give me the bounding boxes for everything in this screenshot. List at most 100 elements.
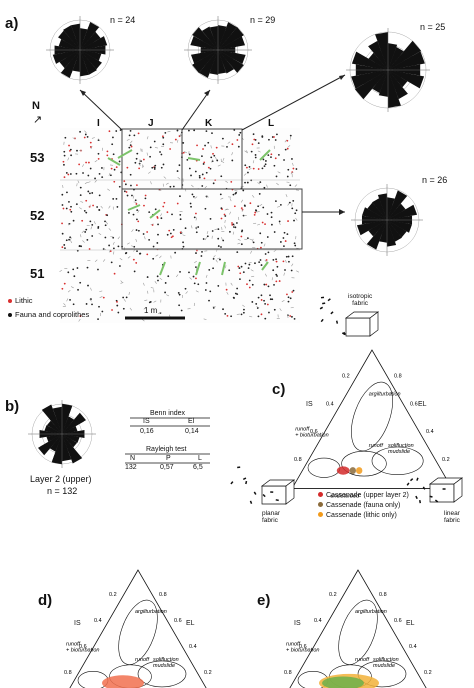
- svg-text:0.6: 0.6: [174, 618, 182, 624]
- rose-2-count: n = 29: [250, 15, 276, 25]
- linear-label: linear fabric: [444, 510, 460, 524]
- panel-b-label: b): [5, 398, 20, 415]
- svg-text:0.6: 0.6: [79, 644, 87, 650]
- linear-cube-icon: [406, 477, 464, 504]
- svg-text:0.4: 0.4: [314, 618, 322, 624]
- svg-text:0.2: 0.2: [204, 670, 212, 676]
- rose-1-count: n = 24: [110, 15, 136, 25]
- svg-text:0.4: 0.4: [409, 644, 417, 650]
- fauna-dot-icon: [8, 312, 12, 317]
- svg-text:solifluction: solifluction: [388, 443, 414, 449]
- svg-text:0.4: 0.4: [326, 401, 334, 407]
- svg-text:runoff: runoff: [135, 657, 150, 663]
- svg-text:mudslide: mudslide: [373, 663, 395, 669]
- legend-fauna: Fauna and coprolithes: [8, 310, 89, 319]
- svg-text:argilturbation: argilturbation: [369, 392, 401, 398]
- layer-count: n = 132: [47, 486, 78, 496]
- rayleigh-value-l: 6,5: [193, 464, 203, 471]
- rose-diagram-3: [346, 28, 430, 112]
- svg-text:mudslide: mudslide: [388, 449, 410, 455]
- rose-4-count: n = 26: [422, 175, 448, 185]
- isotropic-cube-icon: [319, 296, 380, 337]
- col-label-j: J: [148, 118, 154, 129]
- benn-header-el: El: [188, 418, 195, 425]
- rose-diagram-4: [351, 184, 423, 256]
- svg-text:0.4: 0.4: [426, 429, 434, 435]
- layer-caption: Layer 2 (upper): [30, 474, 92, 484]
- panel-a-label: a): [5, 15, 19, 32]
- svg-text:0.2: 0.2: [342, 374, 350, 380]
- d-el-label: EL: [186, 620, 195, 627]
- scale-label: 1 m: [144, 306, 158, 315]
- col-label-l: L: [268, 118, 275, 129]
- rayleigh-value-p: 0,57: [160, 464, 174, 471]
- c-el-label: EL: [418, 401, 427, 408]
- panel-e-label: e): [257, 592, 271, 609]
- benn-value-is: 0,16: [140, 428, 154, 435]
- row-label-53: 53: [30, 150, 45, 165]
- rayleigh-header-p: P: [166, 455, 171, 462]
- svg-text:0.6: 0.6: [410, 401, 418, 407]
- north-label: N: [32, 100, 40, 112]
- svg-text:0.8: 0.8: [159, 592, 167, 598]
- svg-text:0.8: 0.8: [284, 670, 292, 676]
- svg-text:0.4: 0.4: [94, 618, 102, 624]
- col-label-i: I: [97, 118, 100, 129]
- svg-text:0.6: 0.6: [394, 618, 402, 624]
- rose-diagram-1: [46, 16, 114, 84]
- planar-cube-icon: [230, 466, 296, 505]
- svg-text:mudslide: mudslide: [153, 663, 175, 669]
- rayleigh-title: Rayleigh test: [146, 446, 187, 453]
- legend-lithic: Lithic: [8, 296, 33, 305]
- svg-text:solifluction: solifluction: [153, 657, 179, 663]
- svg-text:0.6: 0.6: [310, 429, 318, 435]
- svg-text:runoff: runoff: [355, 657, 370, 663]
- row-label-52: 52: [30, 208, 45, 223]
- d-is-label: IS: [74, 620, 81, 627]
- svg-text:0.2: 0.2: [109, 592, 117, 598]
- ternary-diagram-e: 0.20.80.40.60.60.40.80.2argilturbationru…: [284, 569, 432, 688]
- rayleigh-header-l: L: [198, 455, 202, 462]
- panel-c-label: c): [272, 381, 286, 398]
- legend-lithic-only: Cassenade (lithic only): [318, 512, 397, 519]
- svg-text:+ bioturbation: + bioturbation: [66, 647, 99, 653]
- lithic-dot-icon: [8, 298, 12, 303]
- excavation-map: [59, 74, 346, 323]
- rayleigh-value-n: 132: [125, 464, 137, 471]
- svg-text:runoff: runoff: [286, 641, 301, 647]
- brown-dot-icon: [318, 502, 323, 507]
- c-is-label: IS: [306, 401, 313, 408]
- svg-text:undisturbed: undisturbed: [330, 494, 360, 500]
- svg-text:argilturbation: argilturbation: [135, 609, 167, 615]
- svg-text:solifluction: solifluction: [373, 657, 399, 663]
- orange-dot-icon: [318, 512, 323, 517]
- svg-text:0.2: 0.2: [442, 457, 450, 463]
- svg-text:0.2: 0.2: [329, 592, 337, 598]
- e-is-label: IS: [294, 620, 301, 627]
- isotropic-label: isotropic fabric: [348, 293, 373, 307]
- e-el-label: EL: [406, 620, 415, 627]
- panel-d-label: d): [38, 592, 53, 609]
- svg-text:+ bioturbation: + bioturbation: [286, 647, 319, 653]
- planar-label: planar fabric: [262, 510, 281, 524]
- svg-text:runoff: runoff: [369, 443, 384, 449]
- svg-text:0.4: 0.4: [189, 644, 197, 650]
- svg-text:0.8: 0.8: [294, 457, 302, 463]
- row-label-51: 51: [30, 266, 45, 281]
- legend-upper-layer: Cassenade (upper layer 2): [318, 492, 409, 499]
- north-arrow-icon: ↗: [33, 114, 43, 126]
- svg-text:+ bioturbation: + bioturbation: [295, 432, 328, 438]
- benn-value-el: 0,14: [185, 428, 199, 435]
- red-dot-icon: [318, 492, 323, 497]
- svg-text:0.8: 0.8: [64, 670, 72, 676]
- rose-diagram-layer2: [28, 400, 96, 468]
- ternary-diagram-c: 0.20.80.40.60.60.40.80.2argilturbationru…: [291, 349, 453, 500]
- svg-text:runoff: runoff: [295, 426, 310, 432]
- benn-header-is: IS: [143, 418, 150, 425]
- svg-text:argilturbation: argilturbation: [355, 609, 387, 615]
- rose-3-count: n = 25: [420, 22, 446, 32]
- legend-fauna-only: Cassenade (fauna only): [318, 502, 400, 509]
- svg-text:0.2: 0.2: [424, 670, 432, 676]
- svg-text:0.6: 0.6: [299, 644, 307, 650]
